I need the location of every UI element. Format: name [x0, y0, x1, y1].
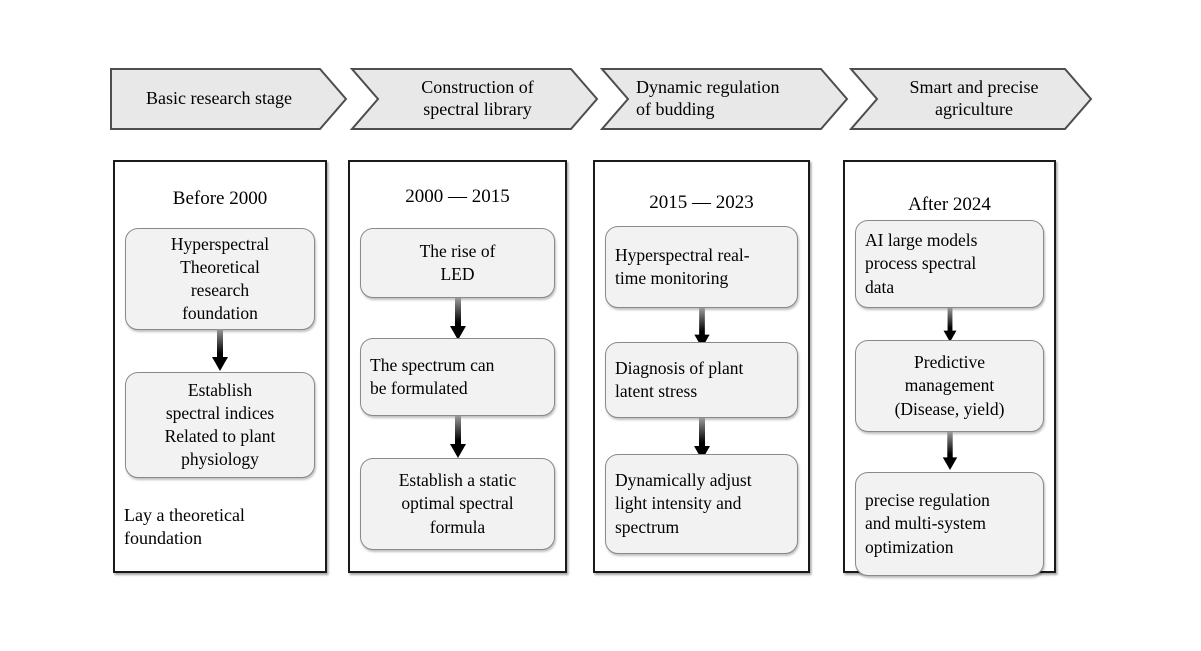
period-label: 2000 — 2015: [405, 186, 510, 207]
banner-label: Smart and precise agriculture: [909, 77, 1039, 119]
step-box: precise regulation and multi-system opti…: [855, 472, 1044, 576]
chevron-arrow-shape-icon: [849, 68, 1093, 130]
down-arrow-icon: [212, 329, 228, 371]
down-arrow-icon: [943, 308, 956, 342]
step-box: Diagnosis of plant latent stress: [605, 342, 798, 418]
stage-footnote: Lay a theoretical foundation: [124, 505, 245, 549]
step-label: Predictive management (Disease, yield): [894, 352, 1005, 419]
step-box: Hyperspectral real- time monitoring: [605, 226, 798, 308]
step-box: AI large models process spectral data: [855, 220, 1044, 308]
step-box: Hyperspectral Theoretical research found…: [125, 228, 315, 330]
stage-banner-smart-agriculture: Smart and precise agriculture: [849, 68, 1093, 130]
step-box: Predictive management (Disease, yield): [855, 340, 1044, 432]
stage-banner-dynamic-regulation: Dynamic regulation of budding: [600, 68, 849, 130]
banner-label: Dynamic regulation of budding: [636, 77, 780, 119]
stage-panel-2000-2015: 2000 — 2015 The rise of LED The spectrum…: [348, 160, 567, 573]
step-label: Hyperspectral Theoretical research found…: [170, 233, 270, 324]
step-label: The spectrum can be formulated: [370, 354, 495, 398]
chevron-arrow-shape-icon: [600, 68, 849, 130]
step-box: Establish spectral indices Related to pl…: [125, 372, 315, 478]
step-label: The rise of LED: [419, 240, 496, 284]
step-label: AI large models process spectral data: [865, 230, 978, 297]
step-box: Dynamically adjust light intensity and s…: [605, 454, 798, 554]
down-arrow-icon: [449, 298, 466, 340]
down-arrow-icon: [693, 308, 710, 348]
step-label: Diagnosis of plant latent stress: [615, 357, 744, 401]
chevron-arrow-shape-icon: [350, 68, 599, 130]
period-label: Before 2000: [172, 188, 268, 209]
period-label: 2015 — 2023: [649, 192, 754, 213]
step-label: Establish spectral indices Related to pl…: [164, 379, 276, 470]
down-arrow-icon: [449, 416, 466, 458]
stage-banner-basic-research: Basic research stage: [110, 68, 348, 130]
down-arrow-icon: [942, 432, 957, 470]
right-arrow-shape-icon: [110, 68, 348, 130]
stage-panel-before-2000: Before 2000 Hyperspectral Theoretical re…: [113, 160, 327, 573]
step-box: Establish a static optimal spectral form…: [360, 458, 555, 550]
step-label: Dynamically adjust light intensity and s…: [615, 470, 752, 537]
step-label: Establish a static optimal spectral form…: [398, 470, 517, 537]
period-label: After 2024: [908, 194, 991, 215]
banner-label: Basic research stage: [146, 88, 292, 109]
step-label: Hyperspectral real- time monitoring: [615, 244, 750, 288]
step-box: The spectrum can be formulated: [360, 338, 555, 416]
down-arrow-icon: [693, 418, 710, 460]
step-label: precise regulation and multi-system opti…: [865, 490, 990, 557]
stage-panel-2015-2023: 2015 — 2023 Hyperspectral real- time mon…: [593, 160, 810, 573]
step-box: The rise of LED: [360, 228, 555, 298]
banner-label: Construction of spectral library: [421, 77, 534, 119]
stage-panel-after-2024: After 2024 AI large models process spect…: [843, 160, 1056, 576]
stage-banner-spectral-library: Construction of spectral library: [350, 68, 599, 130]
